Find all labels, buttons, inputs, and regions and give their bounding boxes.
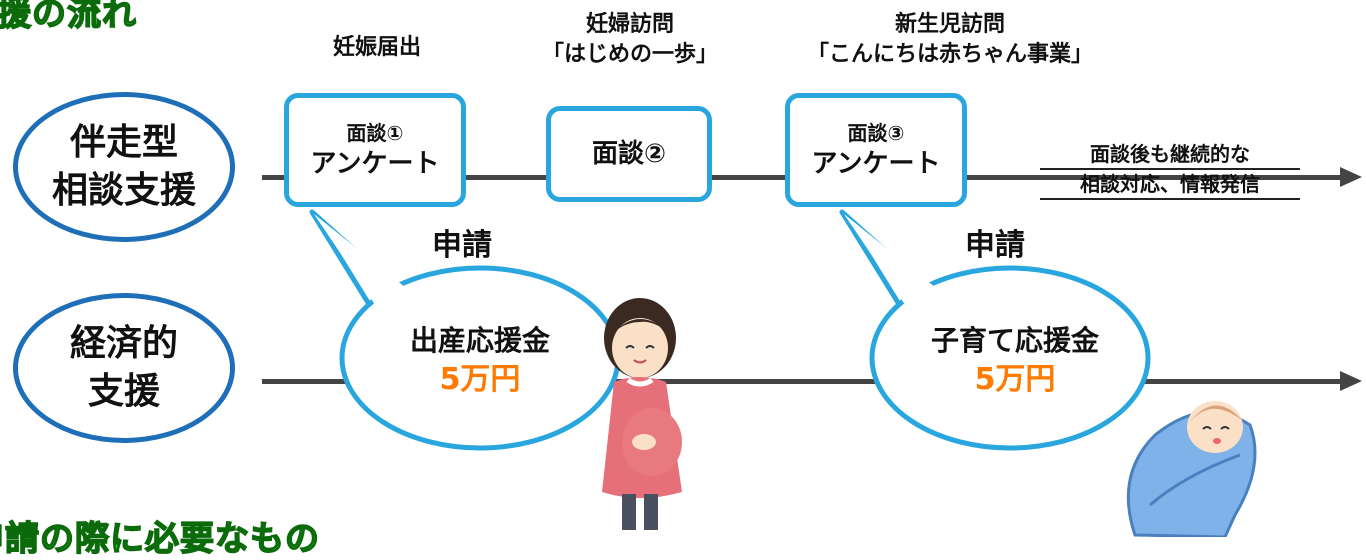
economic-timeline-line [262, 379, 1342, 384]
interview-3-box: 面談③ アンケート [785, 93, 967, 207]
step-2-title: 妊婦訪問 「はじめの一歩」 [541, 12, 718, 67]
economic-support-label: 経済的 支援 [69, 323, 178, 412]
consult-timeline-arrow [1340, 167, 1362, 187]
interview-2-box: 面談② [546, 106, 712, 202]
apply-label-1: 申請 [432, 228, 492, 263]
economic-timeline-arrow [1340, 371, 1362, 391]
childcare-support-bubble [839, 209, 1151, 451]
flow-heading: 支援の流れ [0, 0, 137, 35]
interview-1-box: 面談① アンケート [284, 93, 466, 207]
childcare-support-text: 子育て応援金 5万円 [930, 324, 1099, 397]
consult-support-label: 伴走型 相談支援 [51, 122, 196, 211]
continuation-note: 面談後も継続的な 相談対応、情報発信 [1040, 140, 1300, 200]
birth-support-bubble [309, 209, 621, 451]
consult-support-oval: 伴走型 相談支援 [13, 92, 235, 242]
swaddled-baby-icon [1126, 401, 1257, 537]
birth-support-text: 出産応援金 5万円 [409, 324, 550, 397]
step-1-title: 妊娠届出 [332, 35, 421, 60]
step-3-title: 新生児訪問 「こんにちは赤ちゃん事業」 [806, 12, 1093, 67]
apply-label-2: 申請 [965, 228, 1025, 263]
speech-bubbles [309, 209, 1151, 451]
pregnant-woman-icon [602, 298, 682, 530]
economic-support-oval: 経済的 支援 [13, 293, 235, 443]
